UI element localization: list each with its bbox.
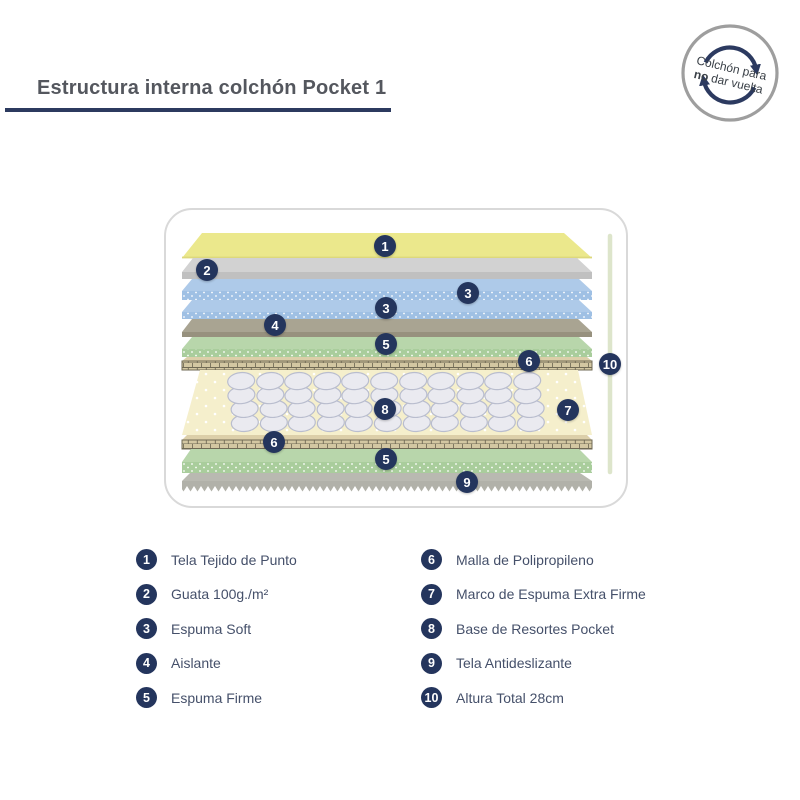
marker-7: 7 (557, 399, 579, 421)
legend-label-7: Marco de Espuma Extra Firme (456, 586, 646, 602)
legend-label-3: Espuma Soft (171, 620, 252, 637)
mattress-layers-svg (181, 233, 613, 492)
legend-number-10: 10 (421, 687, 442, 708)
legend-column-right: 6 Malla de Polipropileno 7 Marco de Espu… (421, 549, 646, 722)
legend-label-9: Tela Antideslizante (456, 655, 572, 671)
marker-2: 2 (196, 259, 218, 281)
marker-9: 9 (456, 471, 478, 493)
no-flip-badge: Colchón para nodar vuelta (679, 22, 781, 124)
legend-number-8: 8 (421, 618, 442, 639)
badge-ring (681, 24, 779, 122)
legend-label-4: Aislante (171, 655, 221, 671)
marker-6-lower: 6 (263, 431, 285, 453)
legend-label-8: Base de Resortes Pocket (456, 620, 614, 637)
layer-malla-upper (181, 357, 593, 371)
no-flip-badge-svg: Colchón para nodar vuelta (681, 24, 779, 122)
marker-3-center: 3 (375, 297, 397, 319)
legend-number-5: 5 (136, 687, 157, 708)
legend-item-resortes-pocket: 8 Base de Resortes Pocket (421, 618, 646, 639)
rotation-arrows-icon (699, 45, 761, 105)
mattress-diagram-panel: 1 2 3 3 4 5 6 8 7 6 5 9 10 (164, 208, 628, 508)
layer-malla-lower (181, 435, 593, 450)
legend-number-4: 4 (136, 652, 157, 674)
legend-number-1: 1 (136, 549, 157, 570)
legend-label-10: Altura Total 28cm (456, 689, 564, 706)
legend-item-altura-total: 10 Altura Total 28cm (421, 687, 646, 708)
badge-text-no: no (693, 67, 710, 84)
legend-number-9: 9 (421, 652, 442, 674)
marker-8: 8 (374, 398, 396, 420)
legend-number-2: 2 (136, 583, 157, 605)
layer-espuma-soft-1 (182, 279, 592, 300)
layer-guata (182, 258, 592, 279)
title-underline (5, 108, 391, 112)
legend-column-left: 1 Tela Tejido de Punto 2 Guata 100g./m² … (136, 549, 297, 722)
legend-number-7: 7 (421, 583, 442, 605)
marker-3-right: 3 (457, 282, 479, 304)
legend-item-espuma-soft: 3 Espuma Soft (136, 618, 297, 639)
marker-1: 1 (374, 235, 396, 257)
marker-10: 10 (599, 353, 621, 375)
legend-item-aislante: 4 Aislante (136, 652, 297, 674)
legend-label-5: Espuma Firme (171, 689, 263, 706)
legend-item-tela-antideslizante: 9 Tela Antideslizante (421, 652, 646, 674)
legend-label-6: Malla de Polipropileno (456, 551, 594, 568)
legend-item-marco-espuma: 7 Marco de Espuma Extra Firme (421, 583, 646, 605)
marker-5-upper: 5 (375, 333, 397, 355)
legend-number-6: 6 (421, 549, 442, 570)
marker-4: 4 (264, 314, 286, 336)
legend-number-3: 3 (136, 618, 157, 639)
layer-tela-antideslizante (182, 473, 592, 492)
legend-item-malla: 6 Malla de Polipropileno (421, 549, 646, 570)
legend-item-tela-tejido: 1 Tela Tejido de Punto (136, 549, 297, 570)
page-title: Estructura interna colchón Pocket 1 (37, 77, 387, 99)
legend-item-guata: 2 Guata 100g./m² (136, 583, 297, 605)
marker-5-lower: 5 (375, 448, 397, 470)
legend-item-espuma-firme: 5 Espuma Firme (136, 687, 297, 708)
legend-label-1: Tela Tejido de Punto (171, 551, 297, 568)
legend-label-2: Guata 100g./m² (171, 586, 269, 602)
marker-6-upper: 6 (518, 350, 540, 372)
